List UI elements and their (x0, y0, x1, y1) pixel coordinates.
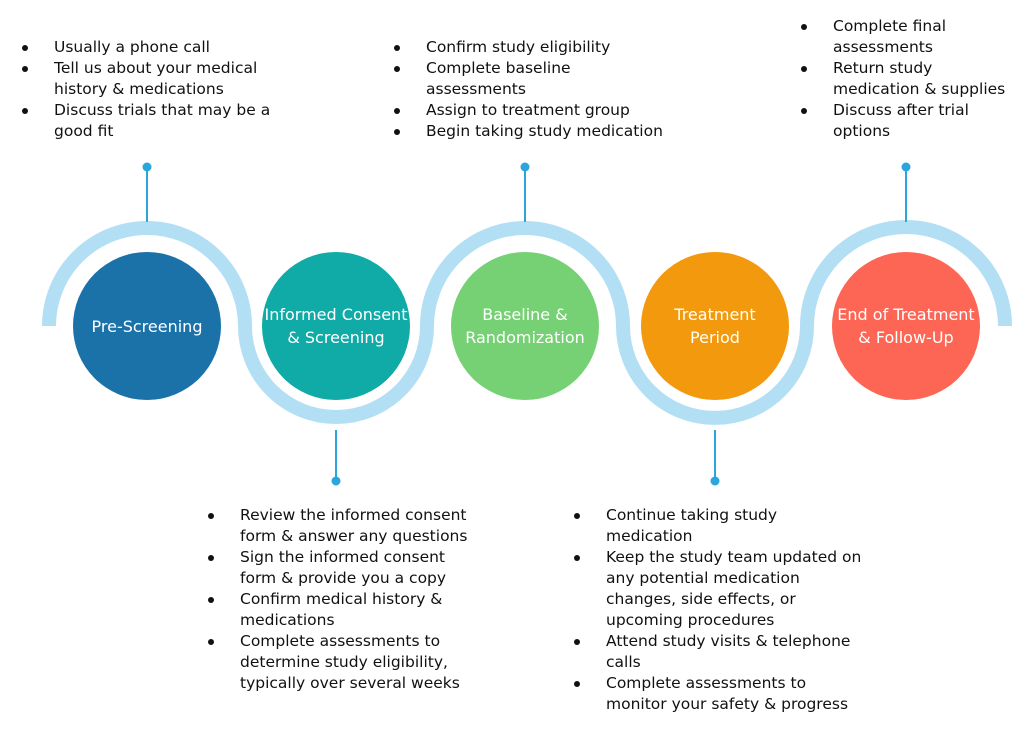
stage-treatment-period: Treatment Period (641, 252, 789, 400)
note-item: Complete assessments to monitor your saf… (570, 673, 856, 715)
connector-dot (710, 476, 720, 486)
connector-baseline (520, 162, 530, 222)
connector-end-of-treatment (901, 162, 911, 222)
stage-baseline-randomization: Baseline & Randomization (451, 252, 599, 400)
connector-consent-screening (331, 430, 341, 486)
notes-end-of-treatment: Complete final assessments Return study … (797, 16, 1019, 142)
note-item: Assign to treatment group (390, 100, 670, 121)
note-item: Complete assessments to determine study … (204, 631, 474, 694)
note-item: Discuss trials that may be a good fit (18, 100, 278, 142)
note-item: Complete final assessments (797, 16, 968, 58)
note-item: Attend study visits & telephone calls (570, 631, 865, 673)
stage-pre-screening: Pre-Screening (73, 252, 221, 400)
note-item: Usually a phone call (18, 37, 278, 58)
note-item: Discuss after trial options (797, 100, 983, 142)
connector-dot (142, 162, 152, 172)
notes-treatment: Continue taking study medication Keep th… (570, 505, 865, 715)
note-item: Review the informed consent form & answe… (204, 505, 474, 547)
note-item: Complete baseline assessments (390, 58, 602, 100)
connector-pre-screening (142, 162, 152, 222)
connector-dot (520, 162, 530, 172)
note-item: Continue taking study medication (570, 505, 806, 547)
notes-baseline: Confirm study eligibility Complete basel… (390, 37, 670, 142)
notes-consent-screening: Review the informed consent form & answe… (204, 505, 474, 694)
note-item: Begin taking study medication (390, 121, 670, 142)
connector-dot (901, 162, 911, 172)
note-item: Confirm study eligibility (390, 37, 670, 58)
note-item: Return study medication & supplies (797, 58, 1019, 100)
connector-treatment (710, 430, 720, 486)
stage-end-of-treatment: End of Treatment & Follow-Up (832, 252, 980, 400)
note-item: Sign the informed consent form & provide… (204, 547, 474, 589)
note-item: Tell us about your medical history & med… (18, 58, 278, 100)
note-item: Confirm medical history & medications (204, 589, 450, 631)
note-item: Keep the study team updated on any poten… (570, 547, 865, 631)
notes-pre-screening: Usually a phone call Tell us about your … (18, 37, 278, 142)
wave-track (42, 220, 1012, 425)
connector-dot (331, 476, 341, 486)
stage-informed-consent-screening: Informed Consent & Screening (262, 252, 410, 400)
